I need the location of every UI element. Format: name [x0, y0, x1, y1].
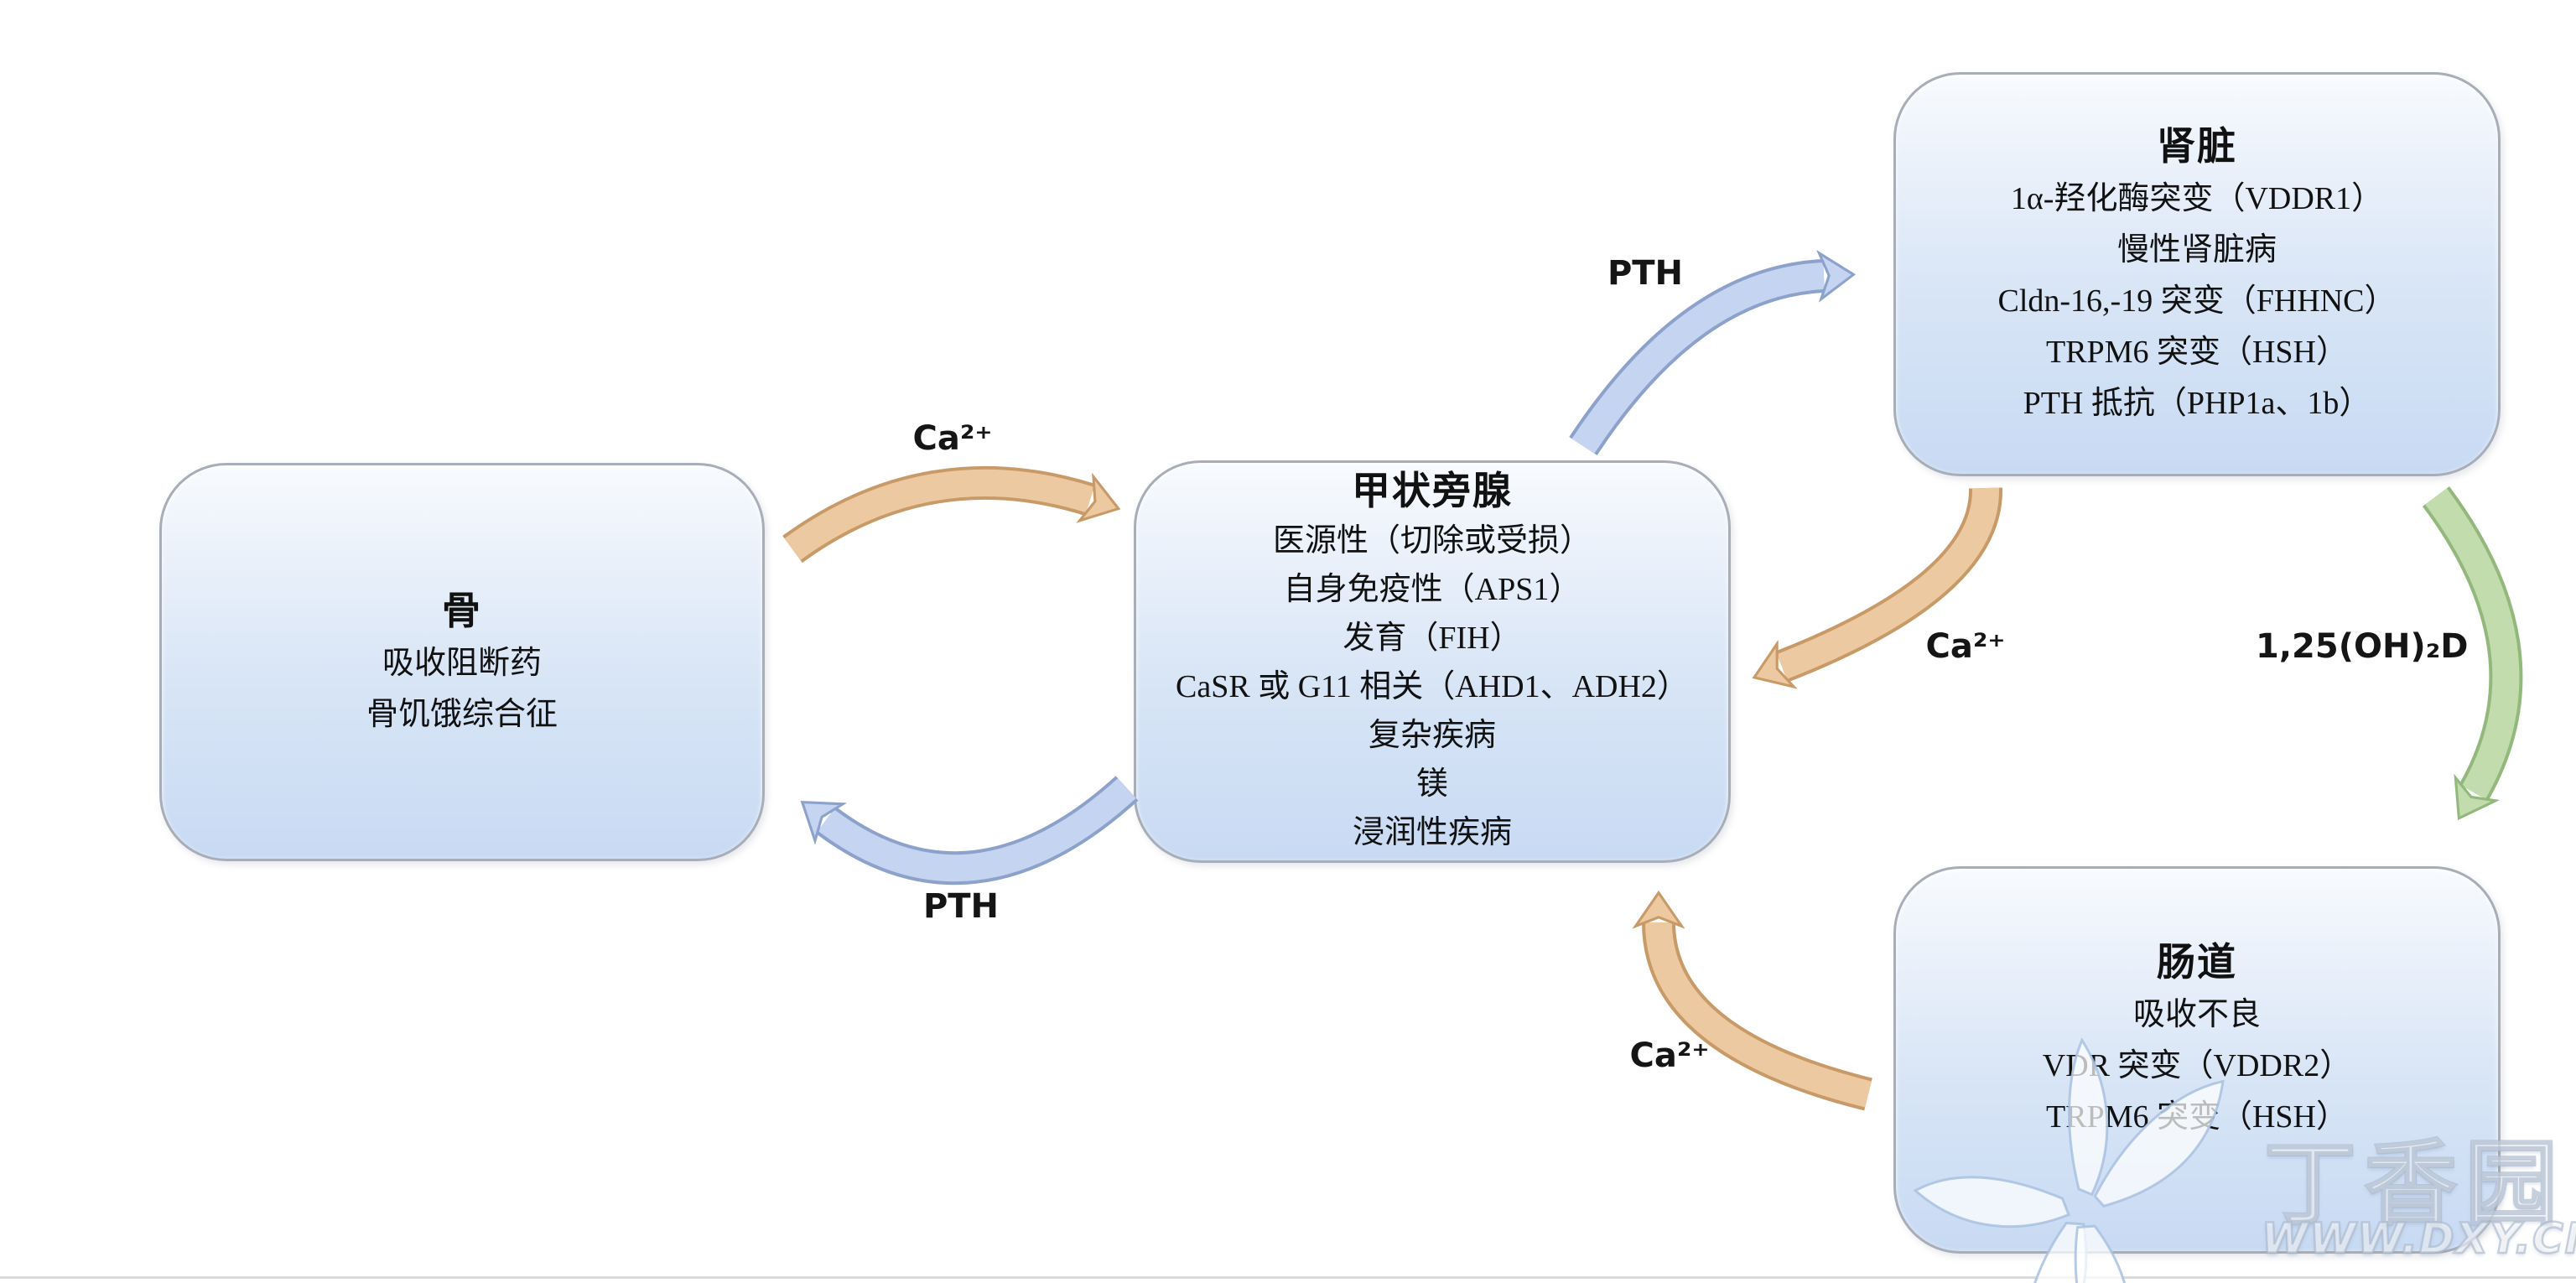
label-ca-kidney-to-parathyroid: Ca²⁺ — [1925, 627, 2006, 666]
box-line: 吸收不良 — [2132, 997, 2261, 1032]
box-parathyroid-title: 甲状旁腺 — [1352, 470, 1513, 512]
arrow-kidney-to-parathyroid — [1782, 487, 2002, 667]
box-intestine-title: 肠道 — [2157, 941, 2237, 984]
arrow-kidney-to-intestine — [2422, 486, 2523, 792]
box-line: 医源性（切除或受损） — [1272, 523, 1592, 558]
watermark-url: WWW.DXY.CN — [2261, 1213, 2576, 1265]
box-line: CaSR 或 G11 相关（AHD1、ADH2） — [1176, 669, 1689, 704]
watermark-brand: 丁香园 — [2263, 1130, 2566, 1239]
label-pth-parathyroid-to-bone: PTH — [922, 887, 1000, 926]
box-bone-title: 骨 — [442, 589, 482, 632]
arrow-parathyroid-to-kidney — [1569, 276, 1824, 456]
box-line: 镁 — [1415, 766, 1448, 802]
box-line: 骨饥饿综合征 — [366, 696, 558, 732]
box-line: 自身免疫性（APS1） — [1283, 572, 1581, 607]
label-ca-intestine-to-parathyroid: Ca²⁺ — [1629, 1036, 1710, 1075]
box-line: 慢性肾脏病 — [2116, 231, 2277, 268]
arrow-parathyroid-to-bone — [826, 776, 1139, 886]
box-parathyroid: 甲状旁腺 医源性（切除或受损） 自身免疫性（APS1） 发育（FIH） CaSR… — [1134, 460, 1731, 863]
box-line: 发育（FIH） — [1343, 621, 1522, 656]
arrow-bone-to-parathyroid — [782, 465, 1090, 564]
bottom-divider — [0, 1276, 2576, 1279]
box-line: 吸收阻断药 — [382, 645, 542, 681]
label-vitd-kidney-to-intestine: 1,25(OH)₂D — [2256, 627, 2469, 666]
label-ca-bone-to-parathyroid: Ca²⁺ — [912, 419, 993, 458]
arrow-intestine-to-parathyroid — [1659, 922, 1872, 1111]
box-line: 浸润性疾病 — [1352, 815, 1512, 850]
box-line: 复杂疾病 — [1368, 718, 1496, 753]
box-line: Cldn-16,-19 突变（FHHNC） — [1997, 283, 2397, 319]
box-kidney-title: 肾脏 — [2157, 124, 2237, 168]
box-bone: 骨 吸收阻断药 骨饥饿综合征 — [159, 463, 765, 861]
box-kidney: 肾脏 1α-羟化酶突变（VDDR1） 慢性肾脏病 Cldn-16,-19 突变（… — [1893, 72, 2501, 476]
box-line: PTH 抵抗（PHP1a、1b） — [2023, 385, 2371, 421]
box-line: 1α-羟化酶突变（VDDR1） — [2010, 180, 2384, 216]
box-line: TRPM6 突变（HSH） — [2046, 334, 2348, 370]
label-pth-parathyroid-to-kidney: PTH — [1607, 254, 1684, 293]
